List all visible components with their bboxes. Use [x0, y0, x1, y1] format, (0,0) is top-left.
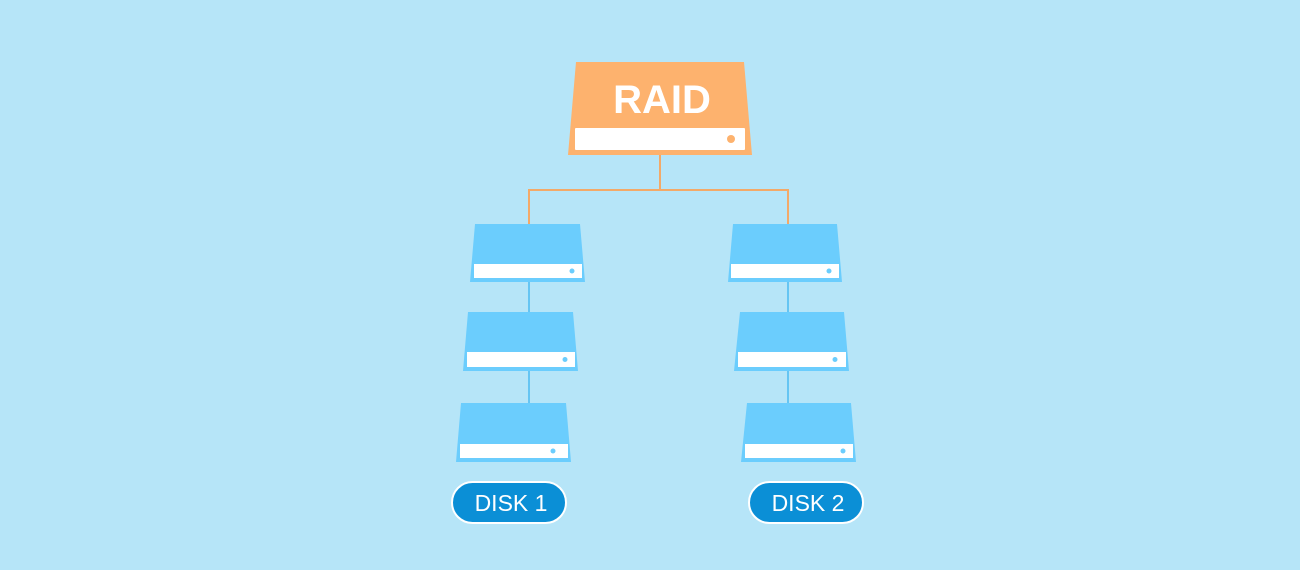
raid-box-slot — [575, 128, 745, 150]
raid-to-disks-connector — [528, 153, 661, 226]
drive-icon — [734, 312, 849, 371]
drive-icon — [728, 224, 842, 282]
raid-to-disk2-connector — [660, 189, 789, 226]
drive-icon — [741, 403, 856, 462]
disk2-label-pill: DISK 2 — [748, 481, 864, 524]
raid-box: RAID — [568, 62, 752, 155]
drive-icon — [456, 403, 571, 462]
disk2-label: DISK 2 — [772, 490, 845, 516]
raid-title: RAID — [613, 78, 711, 122]
disk2-stack — [728, 224, 856, 462]
raid-box-led — [727, 135, 735, 143]
disk1-label-pill: DISK 1 — [451, 481, 567, 524]
drive-icon — [463, 312, 578, 371]
raid-connectors — [528, 153, 789, 226]
disk1-label: DISK 1 — [475, 490, 548, 516]
disk1-stack — [456, 224, 585, 462]
disk-connectors — [528, 281, 789, 405]
drive-icon — [470, 224, 585, 282]
